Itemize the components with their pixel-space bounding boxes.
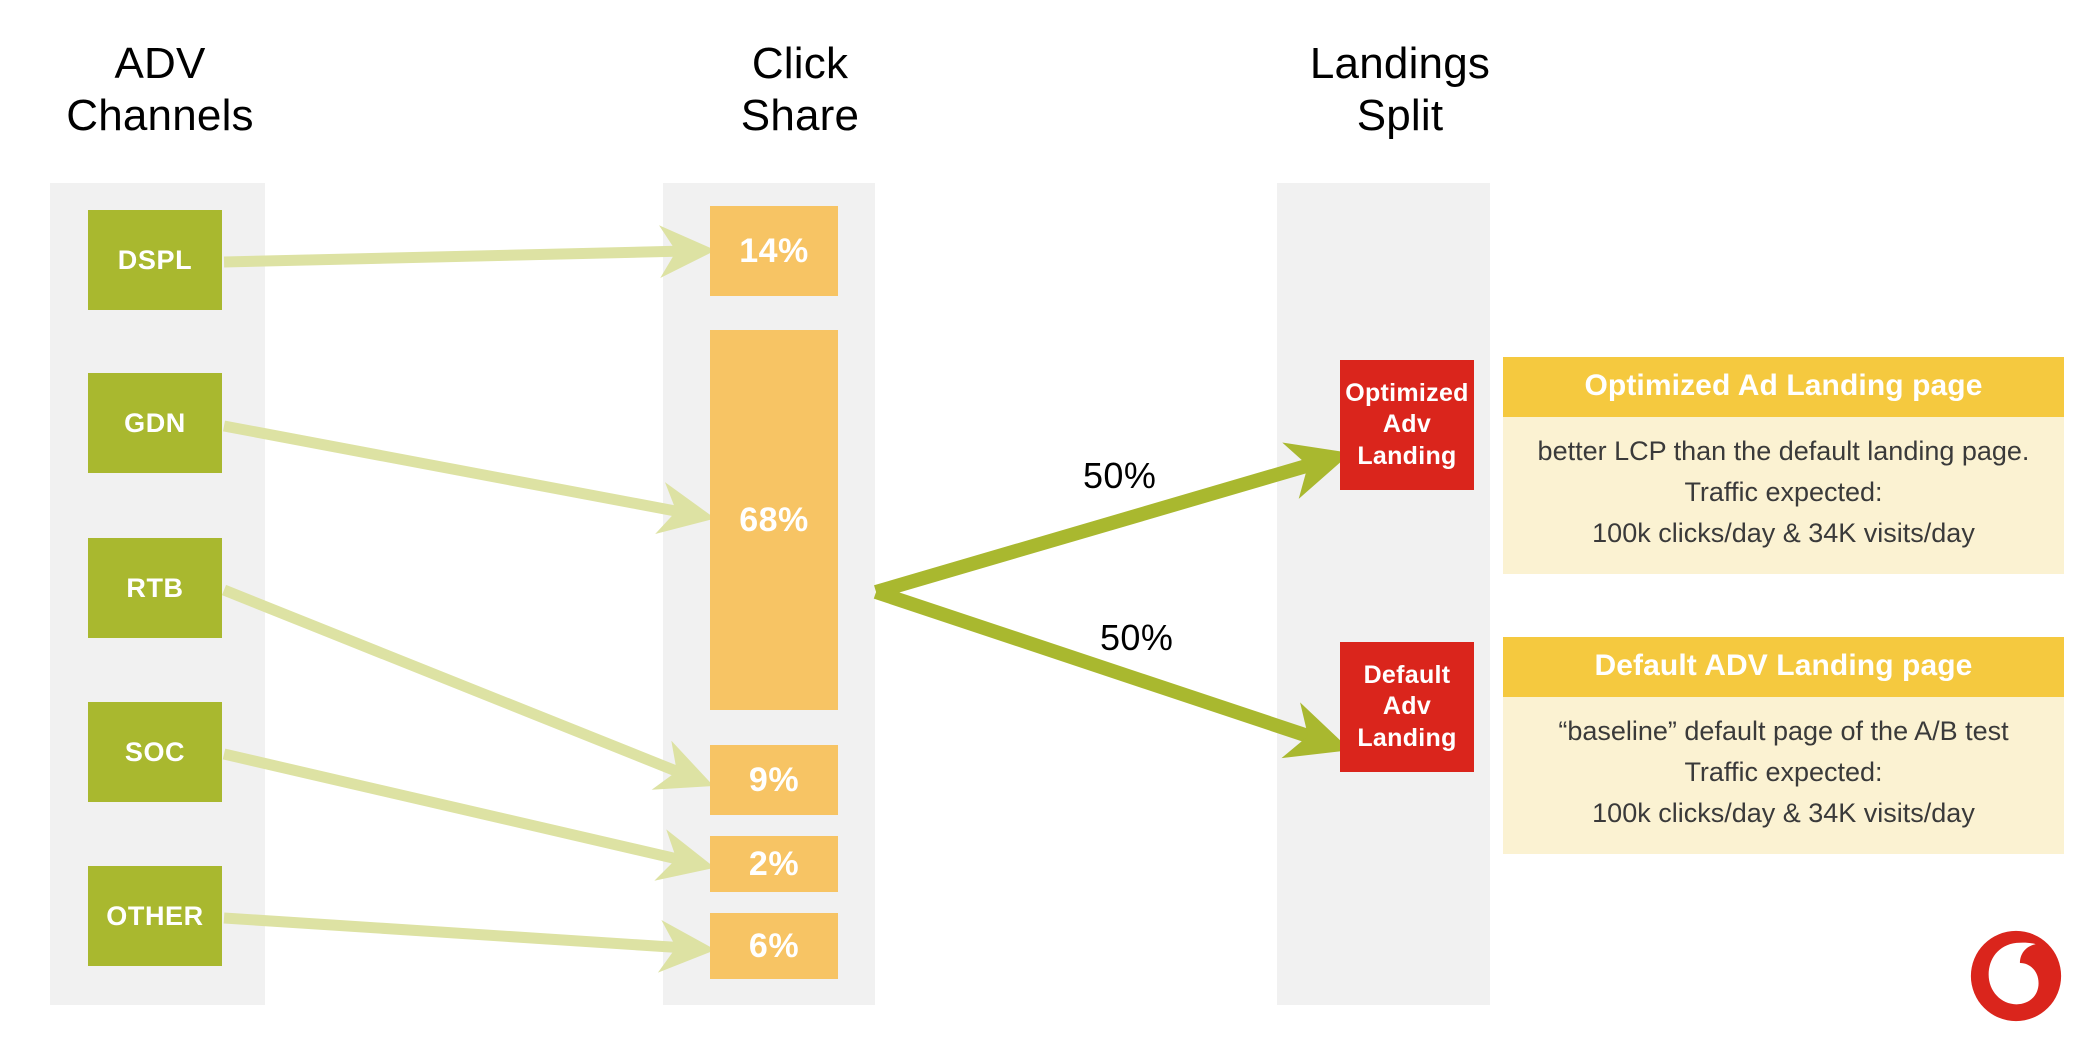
- arrow-split-to-default: [873, 585, 1351, 759]
- adv-channel-box[interactable]: DSPL: [88, 210, 222, 310]
- click-share-bar[interactable]: 68%: [710, 330, 838, 710]
- info-card-title: Default ADV Landing page: [1503, 637, 2064, 697]
- info-card-body: better LCP than the default landing page…: [1503, 417, 2064, 575]
- arrow-other-to-6: [223, 912, 716, 973]
- click-share-bar[interactable]: 6%: [710, 913, 838, 979]
- split-percent-optimized: 50%: [1083, 455, 1157, 496]
- arrow-soc-to-2: [222, 748, 715, 881]
- info-card-body: “baseline” default page of the A/B test …: [1503, 697, 2064, 855]
- column-header-landings-split: Landings Split: [1309, 39, 1491, 140]
- info-card-title: Optimized Ad Landing page: [1503, 357, 2064, 417]
- click-share-bar[interactable]: 9%: [710, 745, 838, 815]
- panel-landings-split: [1277, 183, 1490, 1005]
- arrow-rtb-to-9: [221, 584, 714, 790]
- adv-channel-box[interactable]: RTB: [88, 538, 222, 638]
- column-header-adv-channels: ADV Channels: [66, 39, 254, 140]
- column-header-click-share: Click Share: [740, 39, 860, 140]
- click-share-bar[interactable]: 14%: [710, 206, 838, 296]
- click-share-bar[interactable]: 2%: [710, 836, 838, 892]
- landing-box-optimized[interactable]: Optimized Adv Landing: [1340, 360, 1474, 490]
- adv-channel-box[interactable]: GDN: [88, 373, 222, 473]
- info-card-optimized: Optimized Ad Landing page better LCP tha…: [1503, 357, 2064, 575]
- info-card-default: Default ADV Landing page “baseline” defa…: [1503, 637, 2064, 855]
- arrow-gdn-to-68: [222, 420, 716, 535]
- arrow-dspl-to-14: [223, 225, 716, 279]
- landing-box-default[interactable]: Default Adv Landing: [1340, 642, 1474, 772]
- vodafone-logo-icon: [1970, 930, 2062, 1022]
- adv-channel-box[interactable]: SOC: [88, 702, 222, 802]
- adv-channel-box[interactable]: OTHER: [88, 866, 222, 966]
- split-percent-default: 50%: [1100, 617, 1174, 658]
